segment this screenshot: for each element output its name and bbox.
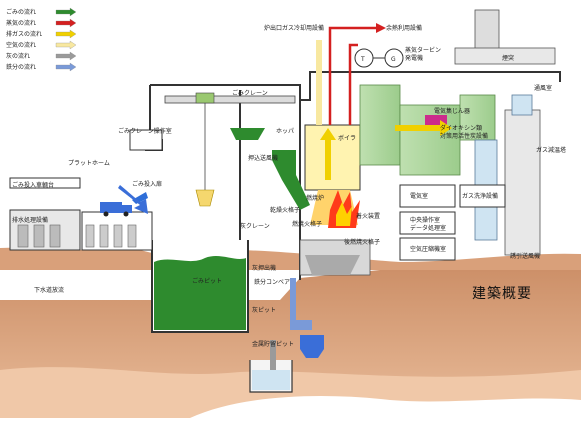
label-data-processing: データ処理室 bbox=[410, 224, 446, 232]
label-dioxin-sub: 対策用活性炭設備 bbox=[440, 132, 488, 140]
legend-item: 排ガスの流れ bbox=[6, 29, 77, 39]
legend-label: ごみの流れ bbox=[6, 8, 36, 16]
label-air-compressor: 空気圧縮機室 bbox=[410, 245, 446, 253]
label-gas-cooler: ガス減温塔 bbox=[536, 146, 566, 154]
furnace bbox=[299, 124, 371, 276]
waste-crane bbox=[164, 92, 296, 207]
label-gas-cooling: 炉出口ガス冷却用設備 bbox=[264, 24, 324, 32]
legend-arrow-icon bbox=[55, 51, 77, 61]
labels: 炉出口ガス冷却用設備 余熱利用設備 蒸気タービン 発電機 煙突 通風室 ごみクレ… bbox=[12, 24, 566, 348]
turbine-generator bbox=[354, 48, 404, 68]
label-electric-room: 電気室 bbox=[410, 192, 428, 200]
label-ash-extruder: 灰押出機 bbox=[252, 264, 276, 272]
legend-item: 鉄分の流れ bbox=[6, 62, 77, 72]
label-bag-filter: 電気集じん器 bbox=[434, 107, 470, 115]
bottom-white bbox=[190, 395, 581, 418]
label-sewer: 下水道放流 bbox=[34, 286, 64, 294]
legend-item: ごみの流れ bbox=[6, 7, 77, 17]
gas-flow bbox=[320, 120, 452, 180]
legend-item: 空気の流れ bbox=[6, 40, 77, 50]
label-ash-crane: 灰クレーン bbox=[240, 222, 270, 230]
label-burner: 燃焼火格子 bbox=[292, 220, 322, 228]
steam-arrow bbox=[376, 23, 386, 33]
label-boiler: ボイラ bbox=[338, 134, 356, 142]
label-central-control: 中央操作室 bbox=[410, 216, 440, 224]
label-pusher: 押込送風機 bbox=[248, 154, 278, 162]
label-surplus-steam: 余熱利用設備 bbox=[386, 24, 422, 32]
waste-chute bbox=[230, 128, 310, 210]
stack bbox=[454, 9, 556, 65]
label-platform: プラットホーム bbox=[68, 160, 110, 167]
legend-item: 蒸気の流れ bbox=[6, 18, 77, 28]
legend-label: 灰の流れ bbox=[6, 52, 30, 60]
legend-label: 排ガスの流れ bbox=[6, 30, 42, 38]
label-stack: 煙突 bbox=[502, 54, 514, 62]
legend-label: 鉄分の流れ bbox=[6, 63, 36, 71]
label-drain: 排水処理設備 bbox=[12, 216, 48, 224]
label-ignition: 着火装置 bbox=[356, 212, 380, 220]
legend-label: 空気の流れ bbox=[6, 41, 36, 49]
label-feeder: 乾燥火格子 bbox=[270, 206, 300, 214]
ground-surface bbox=[0, 247, 581, 270]
iron-flow bbox=[290, 278, 324, 358]
legend-item: 灰の流れ bbox=[6, 51, 77, 61]
waste-dump-arrow bbox=[118, 185, 148, 214]
legend-arrow-icon bbox=[55, 29, 77, 39]
label-after-grate: 後燃焼火格子 bbox=[344, 238, 380, 246]
legend-arrow-icon bbox=[55, 7, 77, 17]
label-dumping-door: ごみ投入扉 bbox=[132, 180, 162, 188]
label-waste-pit: ごみピット bbox=[192, 277, 222, 285]
label-ash-storage: 金属貯留ピット bbox=[252, 340, 294, 348]
air-flow bbox=[316, 40, 322, 125]
label-car-scale: ごみ投入車輌台 bbox=[12, 181, 54, 189]
label-furnace: 燃焼炉 bbox=[306, 194, 324, 202]
label-turbine-t: T bbox=[360, 56, 365, 63]
diagram-title: 建築概要 bbox=[472, 286, 532, 302]
platform-area bbox=[9, 177, 153, 251]
waste-pit bbox=[151, 240, 249, 333]
legend-label: 蒸気の流れ bbox=[6, 19, 36, 27]
label-generator: 発電機 bbox=[405, 54, 423, 62]
boiler bbox=[359, 84, 496, 176]
label-crane-room: ごみクレーン操作室 bbox=[118, 127, 172, 135]
label-waste-crane: ごみクレーン bbox=[232, 89, 268, 97]
label-ash-conveyor: 鉄分コンベア bbox=[254, 278, 290, 286]
label-induced-fan: 誘引送風機 bbox=[510, 252, 540, 260]
label-turbine-g: G bbox=[391, 56, 396, 63]
label-hopper: ホッパ bbox=[276, 128, 294, 135]
control-rooms bbox=[399, 184, 506, 261]
label-gas-wash: ガス洗浄設備 bbox=[462, 192, 498, 200]
label-dioxin: ダイオキシン類 bbox=[440, 124, 482, 132]
legend-arrow-icon bbox=[55, 18, 77, 28]
label-turbine: 蒸気タービン bbox=[405, 46, 441, 54]
legend-arrow-icon bbox=[55, 62, 77, 72]
ash-storage-pit bbox=[249, 340, 293, 393]
steam-lines bbox=[328, 26, 376, 125]
label-ventilation: 通風室 bbox=[534, 84, 552, 92]
legend-arrow-icon bbox=[55, 40, 77, 50]
label-ash-pit: 灰ピット bbox=[252, 306, 276, 314]
crane-operator-room bbox=[129, 129, 163, 151]
